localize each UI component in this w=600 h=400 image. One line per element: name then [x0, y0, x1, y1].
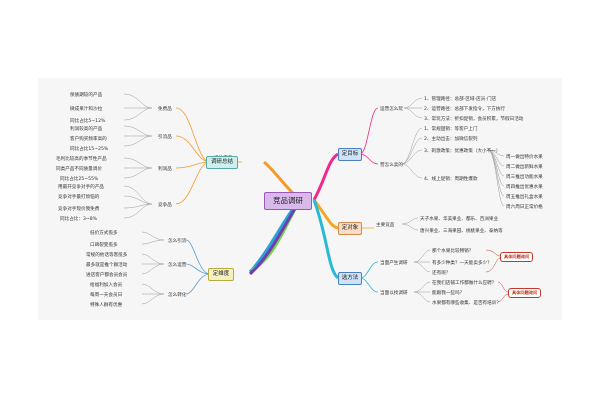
mind-map-canvas: 设计产品 免费品 引流品 利润品 竞争品 保质期较的产品 微成果汁和沙拉 同比占…	[38, 78, 562, 320]
summary-item: 同比占比5~12%	[70, 117, 106, 124]
method-store-item: 那个水果比较畅销？	[432, 247, 473, 254]
branch-dimension-node[interactable]: 定维度	[208, 268, 234, 281]
method-staff-item: 水果都有哪些收集、是否有培训？	[432, 299, 501, 306]
dimension-item: 进店客户都会员会员	[86, 271, 128, 278]
goal-daily-item: 周一做出特价水果	[506, 153, 543, 160]
goal-operations-item: 1、管理路径：总部-区域-店员-门店	[424, 95, 497, 102]
dimension-item: 特殊人群有优惠	[90, 301, 123, 308]
dimension-item: 口碑裂变揽多	[90, 241, 118, 248]
goal-sales-item: 2、主动出击：加微信裂列	[424, 135, 478, 142]
summary-group-label: 利润品	[158, 165, 172, 172]
summary-item: 同比占比15~25%	[70, 145, 109, 152]
dimension-item: 每周一天会员日	[90, 291, 122, 298]
summary-item: 同类产品不同质量调价	[56, 165, 102, 172]
dimension-item: 给福利加入会员	[90, 281, 123, 288]
dimension-group-label: 怎么运营	[168, 261, 187, 268]
branch-target-line	[312, 199, 339, 230]
branch-summary-node[interactable]: 调研总结	[206, 156, 238, 169]
summary-item: 毛利比较高的季节性产品	[56, 155, 107, 162]
goal-daily-item: 周六周日正常价格	[506, 203, 543, 210]
summary-item: 竞争对手最打烦恼的	[58, 193, 100, 200]
goal-operations-item: 3、常玩方法：折扣促销，会员积累，节假日活动	[424, 115, 524, 122]
method-staff-badge: 具体问题询问	[508, 288, 542, 298]
branch-goal-line	[312, 152, 339, 201]
method-staff-item: 能跟我一些吗？	[432, 289, 464, 296]
method-store-label: 当面产生调研	[380, 259, 408, 266]
branch-goal-node[interactable]: 定目标	[338, 148, 362, 161]
goal-sales-item: 3、刺激政策：优惠政策（大小不一）	[424, 147, 500, 154]
method-staff-item: 在我们店铺工作都做什么应聘？	[432, 279, 496, 286]
dimension-group-label: 怎么引流	[168, 237, 187, 244]
branch-target-node[interactable]: 定对象	[338, 222, 362, 235]
center-node[interactable]: 竞品调研	[264, 192, 312, 210]
goal-sales-item: 1、常规固销：等客户上门	[424, 125, 478, 132]
summary-item: 同比占比25~55%	[60, 175, 99, 182]
method-store-item: 还有呢？	[432, 269, 450, 276]
target-row: 唐兴果业、三海果园、桃桃果业、泰纳等	[420, 227, 503, 234]
branch-method-node[interactable]: 选方法	[338, 272, 362, 285]
goal-operations-item: 2、运营路径：总部下发指令，下方执行	[424, 105, 505, 112]
target-sub-label: 主要竞品	[376, 221, 395, 228]
goal-sales-label: 营怎么卖的	[380, 161, 403, 168]
dimension-item: 低价方式揽多	[90, 229, 118, 236]
goal-operations-label: 运营怎么玩	[380, 105, 403, 112]
goal-daily-item: 周五推出礼盒水果	[506, 193, 543, 200]
method-store-badge: 具体问题询问	[500, 252, 534, 262]
summary-item: 保质期较的产品	[70, 91, 103, 98]
summary-group-label: 引流品	[158, 133, 172, 140]
summary-group-label: 竞争品	[158, 201, 172, 208]
target-row: 天子水果、华美果业、都乐、百洲果业	[420, 215, 499, 222]
summary-item: 利润较高的产品	[70, 125, 103, 132]
dimension-item: 最多就是推个群活动	[86, 261, 128, 268]
goal-daily-item: 周二做出新鲜水果	[506, 163, 543, 170]
summary-item: 同比占比：3~8%	[60, 215, 98, 222]
mind-map-connectors: 设计产品 免费品 引流品 利润品 竞争品 保质期较的产品 微成果汁和沙拉 同比占…	[56, 91, 543, 308]
summary-item: 竞争对手现价我免费	[58, 205, 100, 212]
goal-daily-item: 周四推出优惠水果	[506, 183, 543, 190]
method-store-item: 有多少种类？一天能卖多少？	[432, 259, 492, 266]
goal-daily-item: 周三推出功能水果	[506, 173, 543, 180]
branch-method-line	[312, 199, 340, 280]
goal-sales-item: 4、线上促销：周期性爆款	[424, 175, 478, 182]
summary-item: 微成果汁和沙拉	[70, 105, 103, 112]
dimension-item: 常规的他话等客揽多	[86, 251, 128, 258]
summary-item: 用最开竞争对手的产品	[58, 183, 104, 190]
dimension-group-label: 怎么转化	[168, 291, 187, 298]
summary-item: 客户购买频率高的	[70, 135, 107, 142]
summary-group-label: 免费品	[158, 105, 172, 112]
method-staff-label: 当面以找调研	[380, 289, 408, 296]
